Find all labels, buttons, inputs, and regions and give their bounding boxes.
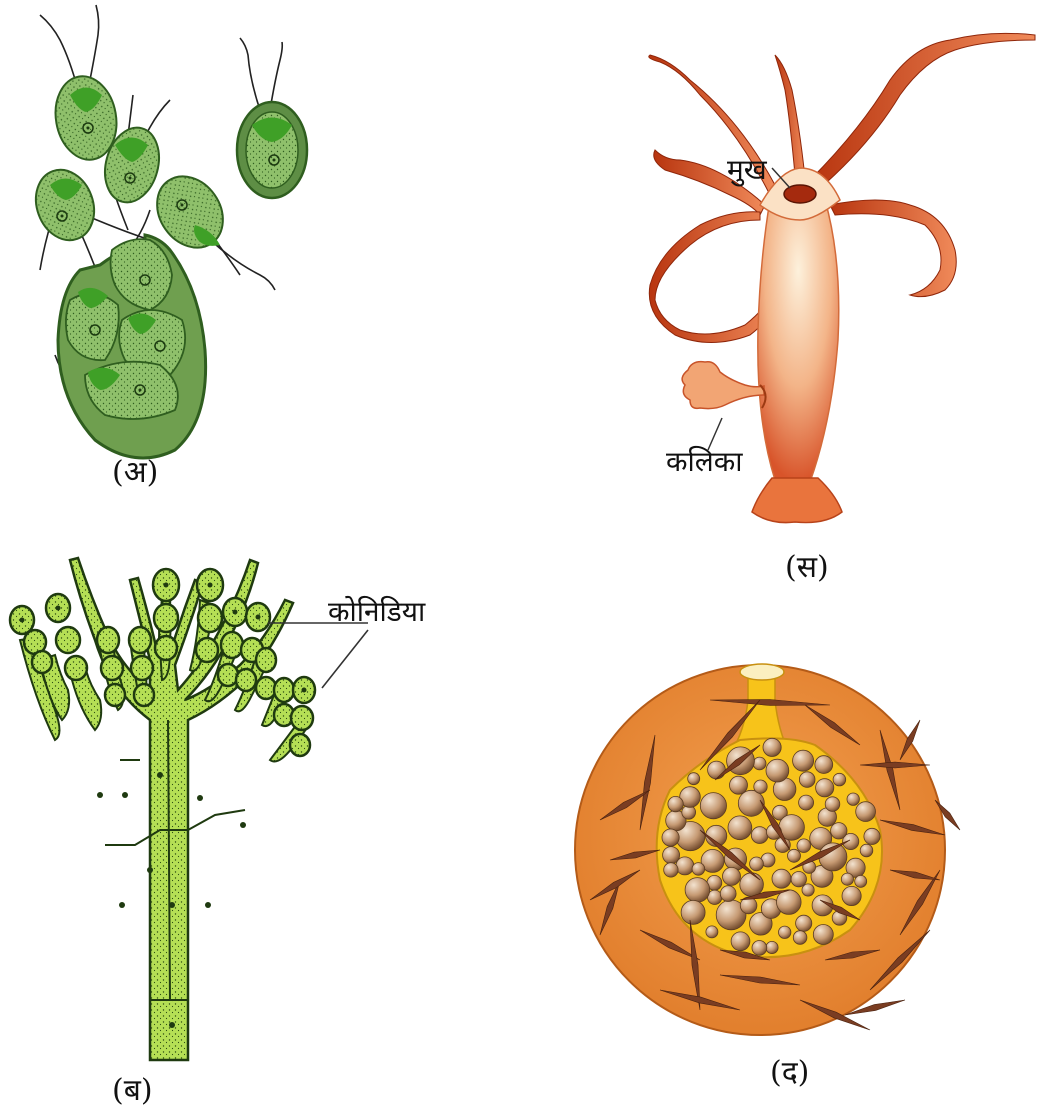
gemmule-cell: [751, 827, 768, 844]
panel-a-algae: [26, 5, 307, 458]
gemmule-cell: [664, 863, 678, 877]
gemmule-cell: [740, 873, 764, 897]
gemmule-cell: [791, 872, 806, 887]
gemmule-cell: [772, 869, 791, 888]
gemmule-cell: [731, 932, 750, 951]
gemmule-cell: [779, 926, 791, 938]
gemmule-cell: [662, 829, 679, 846]
gemmule-cell: [692, 863, 705, 876]
gemmule-cell: [681, 900, 705, 924]
osculum-opening: [740, 664, 784, 680]
gemmule-cell: [842, 886, 861, 905]
tentacles: [649, 33, 1035, 342]
conidia-label: कोनिडिया: [328, 592, 425, 630]
gemmule-cell: [864, 828, 880, 844]
gemmule-cell: [796, 915, 812, 931]
gemmule-cell: [738, 790, 764, 816]
algae-cell: [237, 102, 307, 198]
gemmule-cell: [668, 796, 683, 811]
gemmule-cell: [793, 931, 807, 945]
gemmule-cell: [825, 797, 840, 812]
gemmule-cell: [708, 761, 726, 779]
gemmule-cell: [799, 772, 815, 788]
gemmule-cell: [856, 802, 876, 822]
gemmule-cell: [802, 884, 814, 896]
algae-sporangium: [58, 235, 206, 458]
gemmule-cell: [847, 793, 859, 805]
hydra-body: [758, 200, 839, 482]
gemmule-cell: [860, 844, 873, 857]
gemmule-cell: [799, 795, 814, 810]
gemmule-cell: [685, 878, 710, 903]
gemmule-cell: [720, 886, 736, 902]
gemmule-cell: [728, 816, 752, 840]
caption-a: (अ): [112, 450, 158, 491]
gemmule-cell: [766, 759, 789, 782]
gemmule-cell: [766, 941, 778, 953]
caption-c: (स): [785, 545, 829, 586]
gemmule-cell: [788, 849, 801, 862]
gemmule-cell: [752, 941, 767, 956]
gemmule-cell: [833, 773, 846, 786]
gemmule-cell: [855, 875, 867, 887]
gemmule-cell: [730, 776, 748, 794]
algae-cell: [26, 162, 103, 249]
gemmule-cell: [813, 925, 833, 945]
gemmule-cell: [750, 857, 764, 871]
gemmule-cell: [688, 773, 700, 785]
basal-disc: [752, 478, 842, 523]
mouth-label: मुख: [727, 150, 767, 188]
gemmule-cell: [754, 780, 767, 793]
caption-d: (द): [770, 1050, 809, 1091]
gemmule-cell: [700, 793, 726, 819]
gemmule-cell: [723, 867, 741, 885]
gemmule-cell: [706, 926, 718, 938]
caption-b: (ब): [112, 1068, 153, 1109]
hydra-bud: [682, 362, 764, 409]
gemmule-cell: [816, 779, 834, 797]
gemmule-cell: [676, 857, 694, 875]
gemmule-cell: [797, 839, 811, 853]
gemmule-cell: [815, 756, 833, 774]
panel-b-fungus: [10, 558, 368, 1060]
gemmule-cell: [831, 823, 847, 839]
panel-d-sponge: [575, 664, 960, 1035]
gemmule-cell: [763, 738, 781, 756]
gemmule-cell: [793, 750, 814, 771]
gemmule-cell: [841, 873, 853, 885]
bud-label: कलिका: [666, 442, 743, 480]
gemmule-cell: [753, 757, 766, 770]
